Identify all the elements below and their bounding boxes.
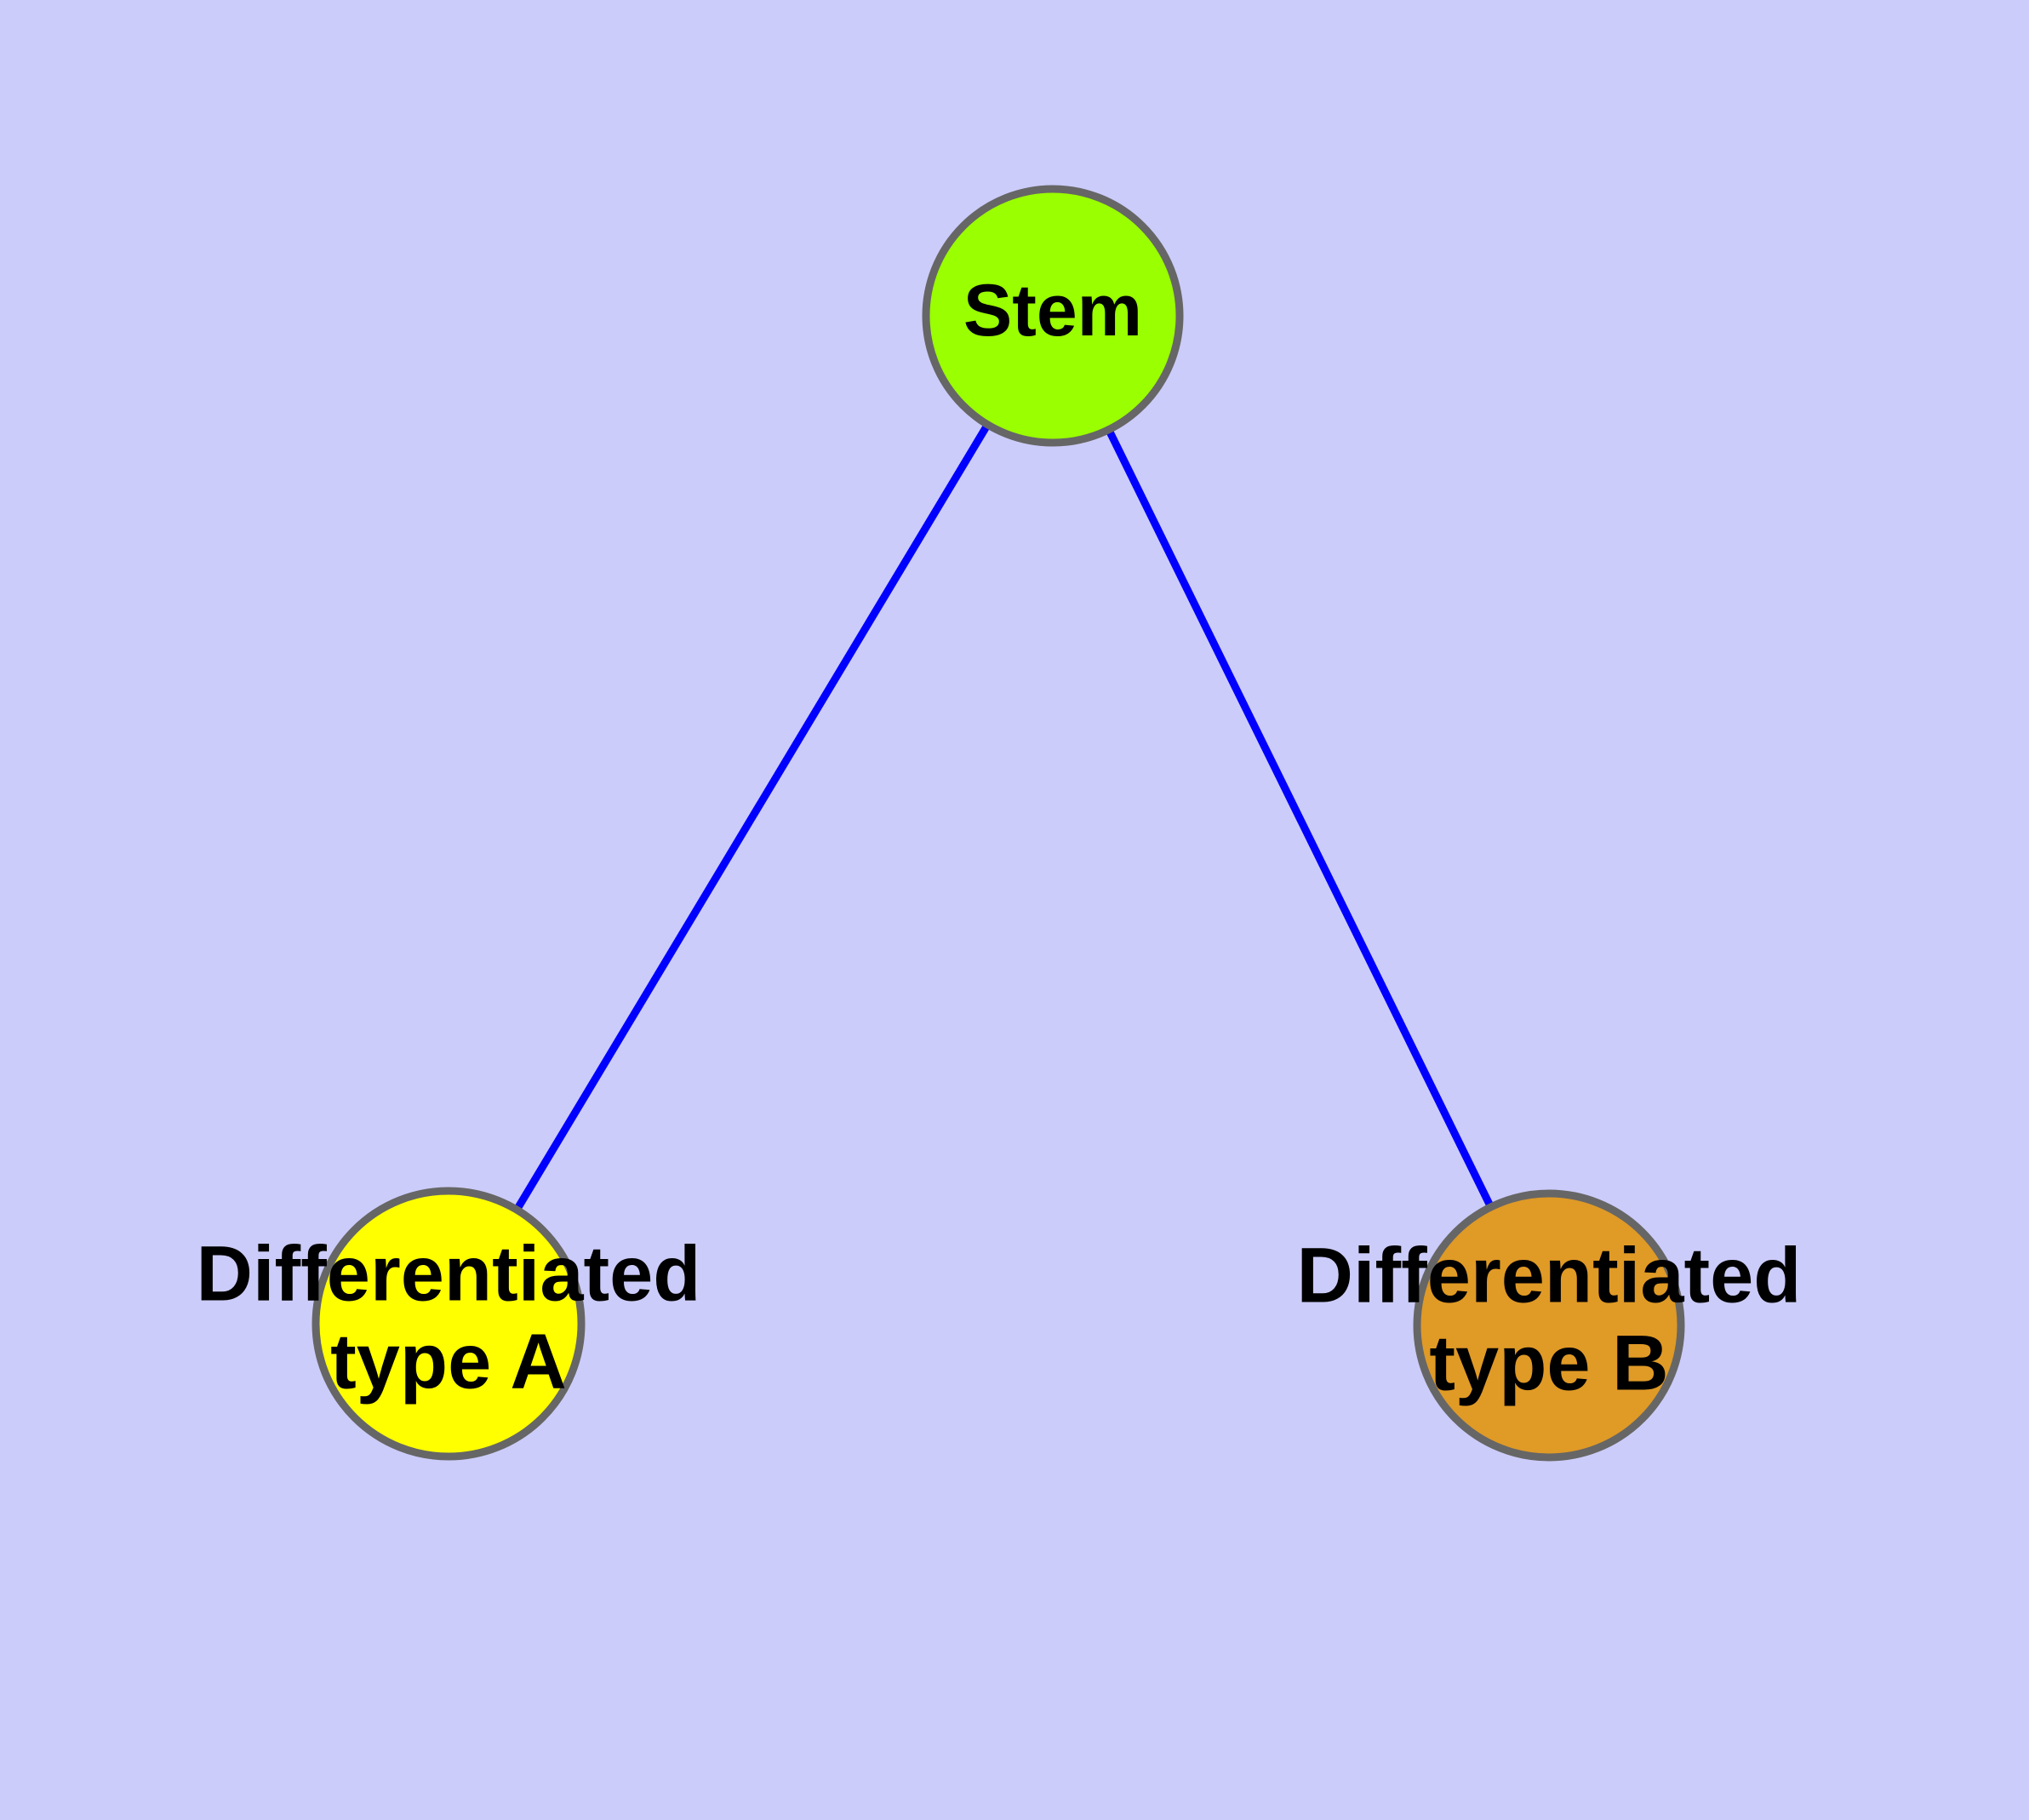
node-stem[interactable]: Stem bbox=[922, 185, 1184, 447]
node-differentiated-type-a-circle[interactable] bbox=[311, 1187, 586, 1461]
node-differentiated-type-b-circle[interactable] bbox=[1413, 1189, 1685, 1462]
node-stem-circle[interactable] bbox=[922, 185, 1184, 447]
edge-stem-to-diff-b[interactable] bbox=[1105, 427, 1495, 1209]
node-stem-label: Stem bbox=[963, 270, 1142, 352]
edge-stem-to-diff-a[interactable] bbox=[513, 422, 992, 1212]
